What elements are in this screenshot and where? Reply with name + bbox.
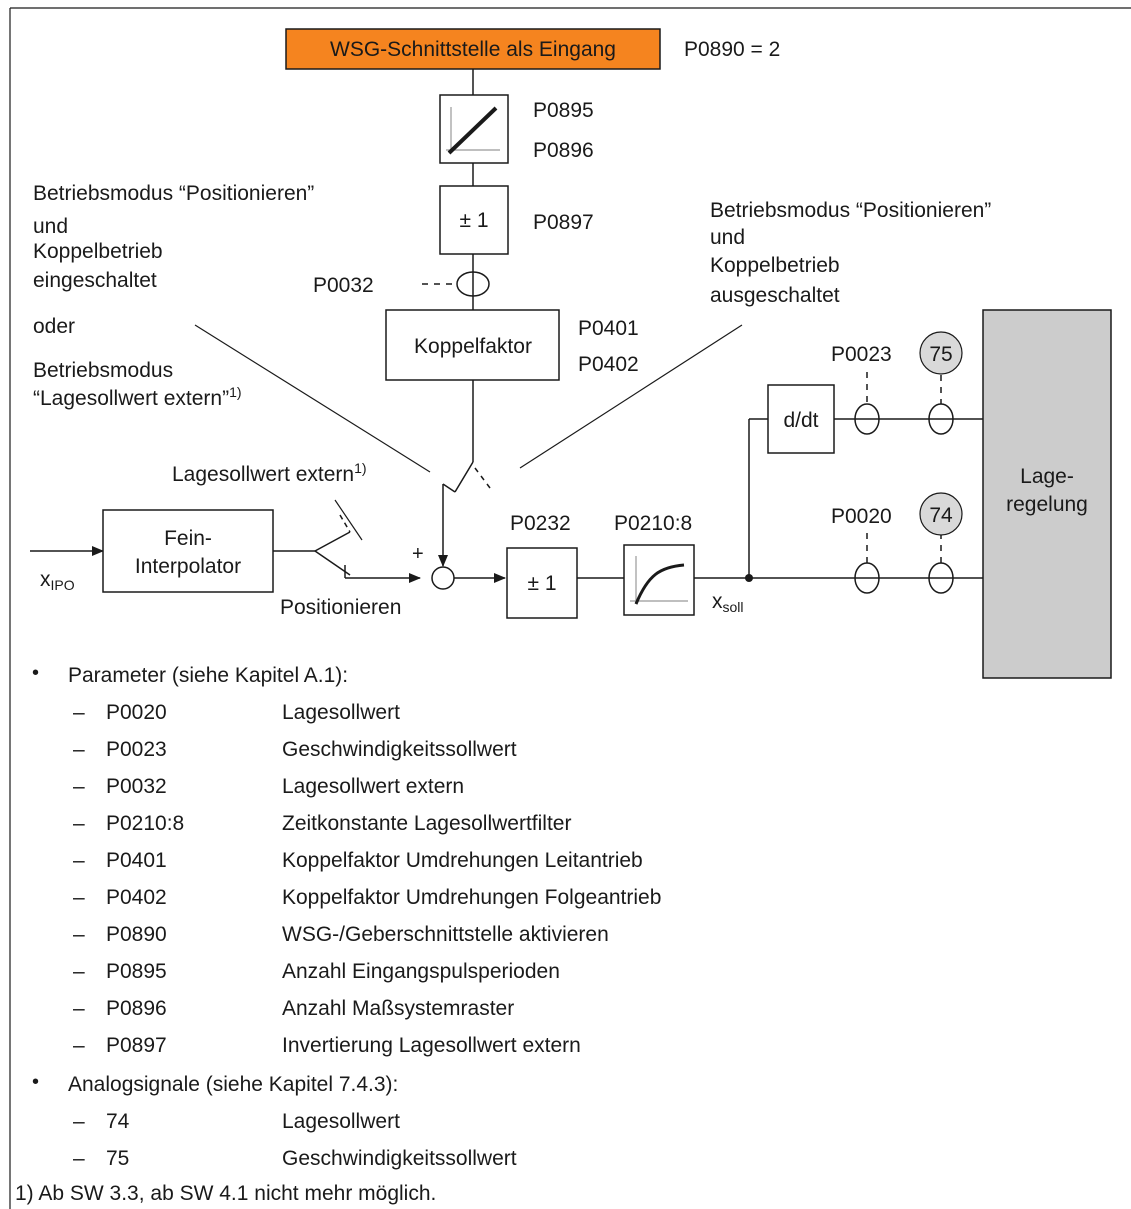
position-control-box bbox=[982, 309, 1112, 679]
p0023-label: P0023 bbox=[831, 343, 892, 366]
fine-interpolator-line2: Interpolator bbox=[135, 555, 241, 578]
p0896-label: P0896 bbox=[533, 139, 594, 162]
extern-switch-dash bbox=[339, 514, 351, 533]
right-note-line3: Koppelbetrieb bbox=[710, 254, 840, 277]
extern-label-leader bbox=[334, 499, 363, 541]
p0897-label: P0897 bbox=[533, 211, 594, 234]
left-note-line1: Betriebsmodus “Positionieren” bbox=[33, 182, 314, 205]
signal-74-label: 74 bbox=[929, 504, 953, 527]
signal-74-circle bbox=[919, 492, 963, 536]
left-note-line6: “Lagesollwert extern”1) bbox=[33, 384, 242, 410]
right-note-leader bbox=[519, 324, 743, 469]
p0020-label: P0020 bbox=[831, 505, 892, 528]
wsg-interface-label: WSG-Schnittstelle als Eingang bbox=[330, 38, 616, 61]
left-note-line5: Betriebsmodus bbox=[33, 359, 173, 382]
p0210-label: P0210:8 bbox=[614, 512, 692, 535]
signal-75-label: 75 bbox=[929, 343, 952, 366]
extern-switch-blade bbox=[314, 531, 351, 552]
switch-extern-label: Lagesollwert extern1) bbox=[172, 460, 367, 486]
right-note-line4: ausgeschaltet bbox=[710, 284, 840, 307]
filter-response-icon bbox=[634, 563, 685, 605]
p0232-label: P0232 bbox=[510, 512, 571, 535]
invert-box-bottom-label: ± 1 bbox=[527, 572, 556, 595]
position-control-line1: Lage- bbox=[1020, 465, 1074, 488]
scaling-ramp-icon bbox=[447, 106, 498, 155]
p0890-assignment: P0890 = 2 bbox=[684, 38, 780, 61]
left-note-line3: Koppelbetrieb bbox=[33, 240, 163, 263]
coupling-factor-box bbox=[385, 309, 560, 381]
left-note-line4: eingeschaltet bbox=[33, 269, 157, 292]
plus-sign: + bbox=[412, 543, 424, 565]
wsg-interface-box bbox=[285, 28, 661, 70]
position-control-line2: regelung bbox=[1006, 493, 1088, 516]
invert-box-top bbox=[439, 185, 509, 255]
derivative-label: d/dt bbox=[783, 409, 818, 432]
right-note-line1: Betriebsmodus “Positionieren” bbox=[710, 199, 991, 222]
p0032-label: P0032 bbox=[313, 274, 374, 297]
right-note-line2: und bbox=[710, 226, 745, 249]
fine-interpolator-line1: Fein- bbox=[164, 527, 212, 550]
coupling-switch-blade bbox=[454, 461, 474, 493]
left-note-line2: und bbox=[33, 215, 68, 238]
p0401-label: P0401 bbox=[578, 317, 639, 340]
coupling-switch-link bbox=[442, 483, 456, 493]
invert-box-top-label: ± 1 bbox=[459, 209, 488, 232]
derivative-box bbox=[767, 384, 835, 454]
summing-junction bbox=[431, 566, 455, 590]
p0895-label: P0895 bbox=[533, 99, 594, 122]
left-note-or: oder bbox=[33, 315, 75, 338]
pos-switch-blade bbox=[314, 550, 351, 576]
filter-box bbox=[623, 544, 695, 616]
invert-box-bottom bbox=[506, 547, 578, 619]
p0402-label: P0402 bbox=[578, 353, 639, 376]
switch-positionieren-label: Positionieren bbox=[280, 596, 401, 619]
coupling-switch-dash bbox=[474, 467, 491, 489]
x-soll-label: xsoll bbox=[712, 590, 744, 615]
left-note-leader bbox=[194, 324, 431, 473]
fine-interpolator-box bbox=[102, 509, 274, 593]
x-ipo-label: xIPO bbox=[40, 568, 75, 593]
signal-75-circle bbox=[919, 331, 963, 375]
coupling-factor-label: Koppelfaktor bbox=[414, 335, 532, 358]
